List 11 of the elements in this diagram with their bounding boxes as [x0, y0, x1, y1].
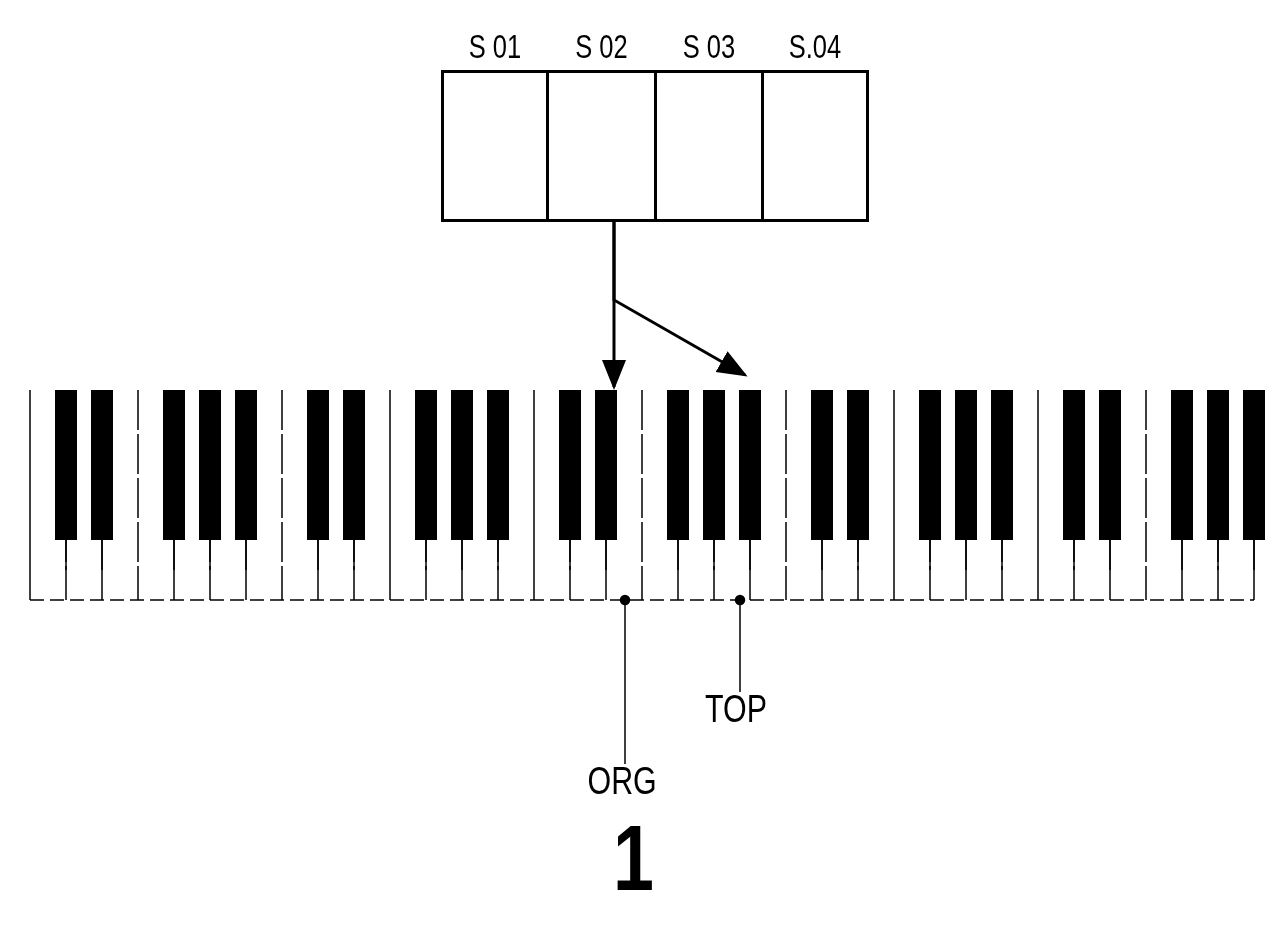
leader-line: [619, 594, 631, 765]
slot-label: S 01: [467, 27, 523, 66]
slot-label: S 02: [574, 27, 629, 66]
leader-line: [734, 594, 746, 693]
slot-label: S.04: [787, 27, 843, 66]
callout-label: TOP: [705, 688, 777, 736]
keyboard-drawing: [29, 389, 1265, 601]
figure-number: 1: [613, 812, 655, 904]
slot-label: S 03: [681, 27, 737, 66]
arrow: [612, 222, 748, 377]
callout-label: ORG: [587, 760, 664, 808]
